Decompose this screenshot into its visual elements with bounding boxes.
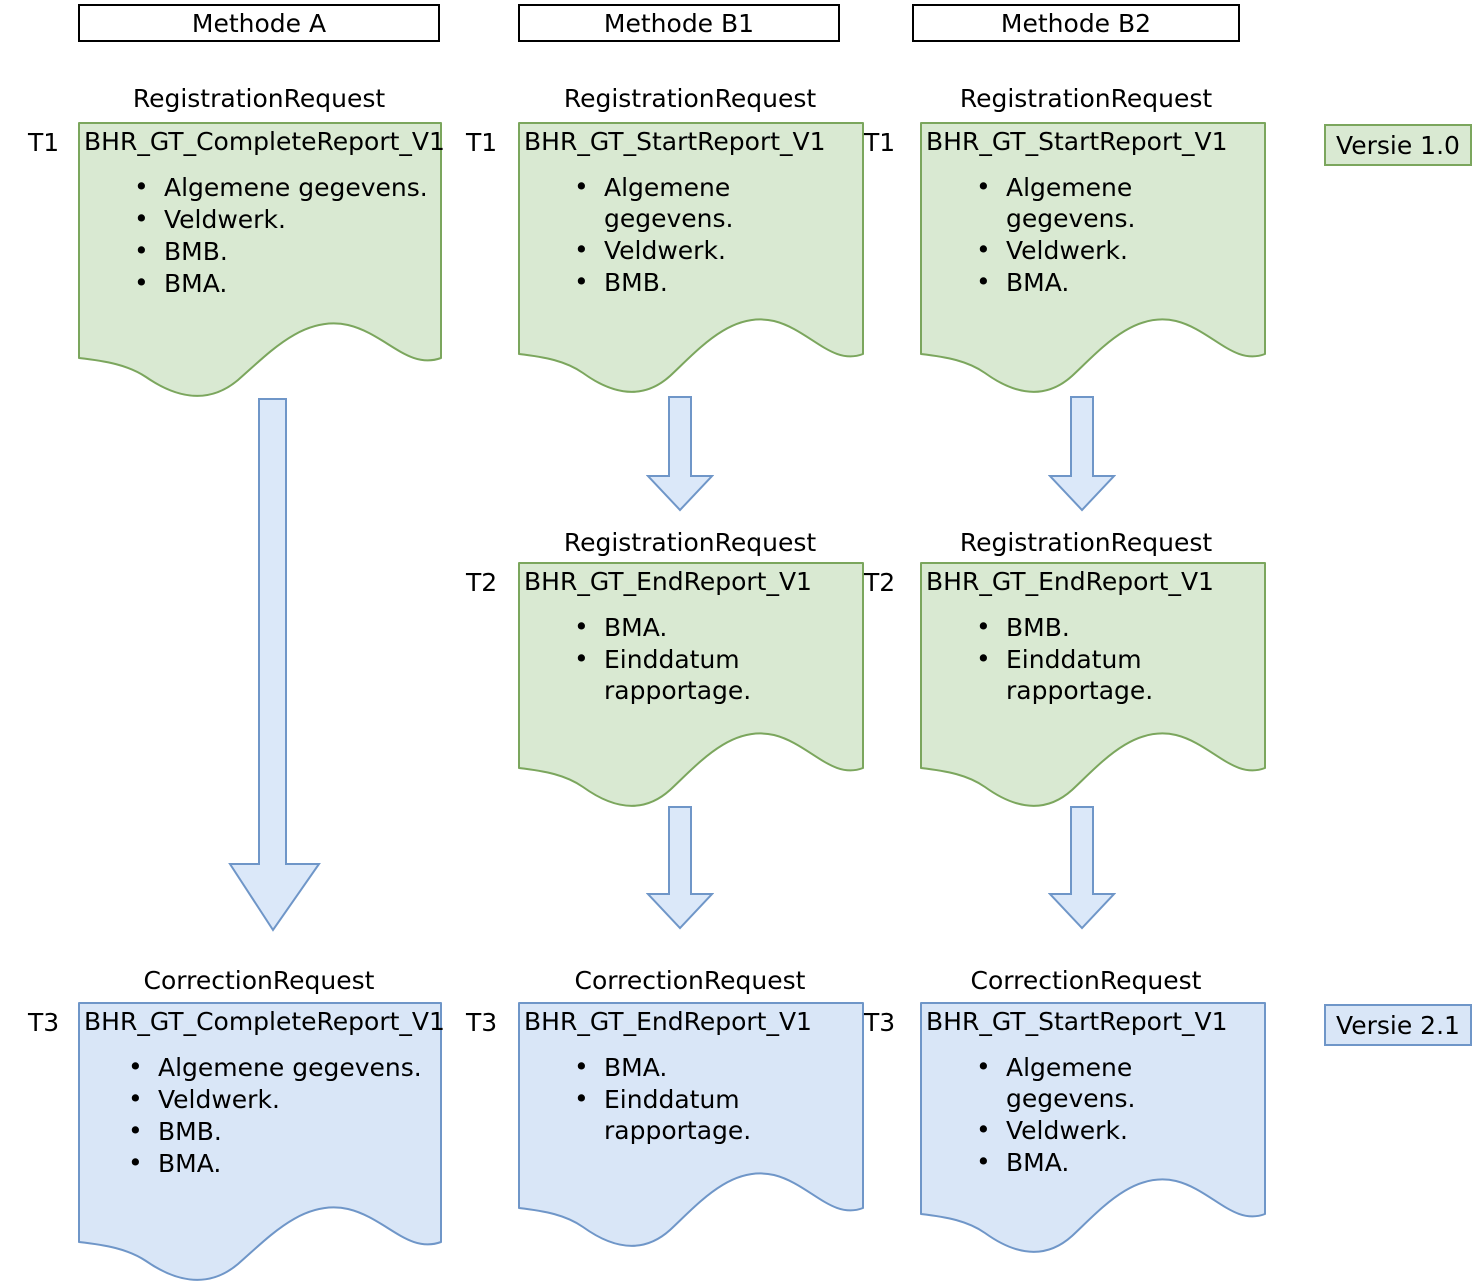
- method-header-b2-label: Methode B2: [1000, 8, 1152, 38]
- arrow-b2-t2-to-t3: [1048, 806, 1116, 930]
- doc-list-item: Einddatum rapportage.: [976, 643, 1226, 706]
- doc-caption-b2-t3: CorrectionRequest: [970, 966, 1202, 995]
- doc-list-item: BMB.: [574, 266, 864, 298]
- doc-content-b1-t3: BHR_GT_EndReport_V1 BMA. Einddatum rappo…: [518, 1002, 864, 1147]
- doc-card-a-t3[interactable]: BHR_GT_CompleteReport_V1 Algemene gegeve…: [78, 1002, 445, 1282]
- doc-card-b1-t1[interactable]: BHR_GT_StartReport_V1 Algemene gegevens.…: [518, 122, 864, 400]
- time-label-b2-t3: T3: [864, 1008, 896, 1037]
- doc-card-b1-t2[interactable]: BHR_GT_EndReport_V1 BMA. Einddatum rappo…: [518, 562, 864, 812]
- doc-content-b1-t1: BHR_GT_StartReport_V1 Algemene gegevens.…: [518, 122, 864, 299]
- doc-list-b2-t3: Algemene gegevens. Veldwerk. BMA.: [920, 1051, 1266, 1178]
- version-chip-1-0: Versie 1.0: [1324, 124, 1472, 166]
- time-label-a-t1: T1: [28, 128, 60, 157]
- doc-list-item: Einddatum rapportage.: [574, 1083, 824, 1146]
- doc-list-item: Algemene gegevens.: [574, 171, 864, 234]
- version-chip-2-1-label: Versie 2.1: [1336, 1010, 1460, 1040]
- doc-content-a-t3: BHR_GT_CompleteReport_V1 Algemene gegeve…: [78, 1002, 445, 1180]
- doc-list-item: Algemene gegevens.: [976, 1051, 1266, 1114]
- doc-card-a-t1[interactable]: BHR_GT_CompleteReport_V1 Algemene gegeve…: [78, 122, 445, 400]
- doc-list-item: Algemene gegevens.: [134, 171, 442, 203]
- doc-caption-b1-t2: RegistrationRequest: [563, 528, 817, 557]
- time-label-b2-t2: T2: [864, 568, 896, 597]
- doc-list-item: Einddatum rapportage.: [574, 643, 824, 706]
- arrow-b1-t1-to-t2: [646, 396, 714, 512]
- doc-list-item: Veldwerk.: [976, 1114, 1266, 1146]
- time-label-a-t3: T3: [28, 1008, 60, 1037]
- doc-list-item: BMB.: [976, 611, 1226, 643]
- doc-list-a-t1: Algemene gegevens. Veldwerk. BMB. BMA.: [78, 171, 442, 299]
- doc-title-b2-t1: BHR_GT_StartReport_V1: [926, 127, 1228, 156]
- doc-title-b1-t1: BHR_GT_StartReport_V1: [524, 127, 826, 156]
- doc-title-a-t1: BHR_GT_CompleteReport_V1: [84, 127, 445, 156]
- doc-caption-a-t1: RegistrationRequest: [132, 84, 386, 113]
- doc-list-item: BMA.: [574, 1051, 824, 1083]
- doc-list-item: Veldwerk.: [128, 1083, 442, 1115]
- method-header-b1: Methode B1: [518, 4, 840, 42]
- doc-list-b1-t1: Algemene gegevens. Veldwerk. BMB.: [518, 171, 864, 298]
- doc-title-b2-t3: BHR_GT_StartReport_V1: [926, 1007, 1228, 1036]
- down-arrow-icon: [228, 398, 321, 932]
- time-label-b2-t1: T1: [864, 128, 896, 157]
- doc-list-item: BMB.: [134, 235, 442, 267]
- doc-list-b2-t1: Algemene gegevens. Veldwerk. BMA.: [920, 171, 1266, 298]
- doc-caption-a-t3: CorrectionRequest: [143, 966, 375, 995]
- doc-caption-b1-t3: CorrectionRequest: [574, 966, 806, 995]
- time-label-b1-t2: T2: [466, 568, 498, 597]
- method-header-a: Methode A: [78, 4, 440, 42]
- doc-content-b2-t2: BHR_GT_EndReport_V1 BMB. Einddatum rappo…: [920, 562, 1266, 707]
- doc-list-item: Veldwerk.: [574, 234, 864, 266]
- doc-content-b1-t2: BHR_GT_EndReport_V1 BMA. Einddatum rappo…: [518, 562, 864, 707]
- doc-card-b1-t3[interactable]: BHR_GT_EndReport_V1 BMA. Einddatum rappo…: [518, 1002, 864, 1250]
- doc-list-item: BMA.: [976, 1146, 1266, 1178]
- down-arrow-icon: [646, 806, 714, 930]
- version-chip-1-0-label: Versie 1.0: [1336, 130, 1460, 160]
- doc-caption-b2-t2: RegistrationRequest: [959, 528, 1213, 557]
- doc-caption-b2-t1: RegistrationRequest: [959, 84, 1213, 113]
- arrow-a-t1-to-t3: [228, 398, 322, 932]
- version-chip-2-1: Versie 2.1: [1324, 1004, 1472, 1046]
- doc-list-item: BMA.: [976, 266, 1266, 298]
- doc-title-b2-t2: BHR_GT_EndReport_V1: [926, 567, 1214, 596]
- doc-card-b2-t1[interactable]: BHR_GT_StartReport_V1 Algemene gegevens.…: [920, 122, 1266, 400]
- doc-list-item: Veldwerk.: [134, 203, 442, 235]
- doc-list-item: BMA.: [574, 611, 824, 643]
- doc-content-b2-t1: BHR_GT_StartReport_V1 Algemene gegevens.…: [920, 122, 1266, 299]
- doc-title-b1-t2: BHR_GT_EndReport_V1: [524, 567, 812, 596]
- doc-list-item: BMA.: [134, 267, 442, 299]
- time-label-b1-t3: T3: [466, 1008, 498, 1037]
- doc-list-b1-t2: BMA. Einddatum rapportage.: [518, 611, 824, 706]
- doc-title-b1-t3: BHR_GT_EndReport_V1: [524, 1007, 812, 1036]
- doc-caption-b1-t1: RegistrationRequest: [563, 84, 817, 113]
- time-label-b1-t1: T1: [466, 128, 498, 157]
- method-header-a-label: Methode A: [191, 8, 327, 38]
- method-header-b1-label: Methode B1: [603, 8, 755, 38]
- doc-card-b2-t3[interactable]: BHR_GT_StartReport_V1 Algemene gegevens.…: [920, 1002, 1266, 1258]
- doc-list-b1-t3: BMA. Einddatum rapportage.: [518, 1051, 824, 1146]
- doc-list-item: BMB.: [128, 1115, 442, 1147]
- doc-content-b2-t3: BHR_GT_StartReport_V1 Algemene gegevens.…: [920, 1002, 1266, 1179]
- arrow-b1-t2-to-t3: [646, 806, 714, 930]
- doc-content-a-t1: BHR_GT_CompleteReport_V1 Algemene gegeve…: [78, 122, 445, 300]
- doc-card-b2-t2[interactable]: BHR_GT_EndReport_V1 BMB. Einddatum rappo…: [920, 562, 1266, 812]
- doc-list-b2-t2: BMB. Einddatum rapportage.: [920, 611, 1226, 706]
- arrow-b2-t1-to-t2: [1048, 396, 1116, 512]
- down-arrow-icon: [1048, 806, 1116, 930]
- method-header-b2: Methode B2: [912, 4, 1240, 42]
- doc-list-a-t3: Algemene gegevens. Veldwerk. BMB. BMA.: [78, 1051, 442, 1179]
- down-arrow-icon: [646, 396, 714, 512]
- down-arrow-icon: [1048, 396, 1116, 512]
- doc-list-item: Veldwerk.: [976, 234, 1266, 266]
- doc-list-item: BMA.: [128, 1147, 442, 1179]
- doc-list-item: Algemene gegevens.: [976, 171, 1266, 234]
- doc-title-a-t3: BHR_GT_CompleteReport_V1: [84, 1007, 445, 1036]
- doc-list-item: Algemene gegevens.: [128, 1051, 442, 1083]
